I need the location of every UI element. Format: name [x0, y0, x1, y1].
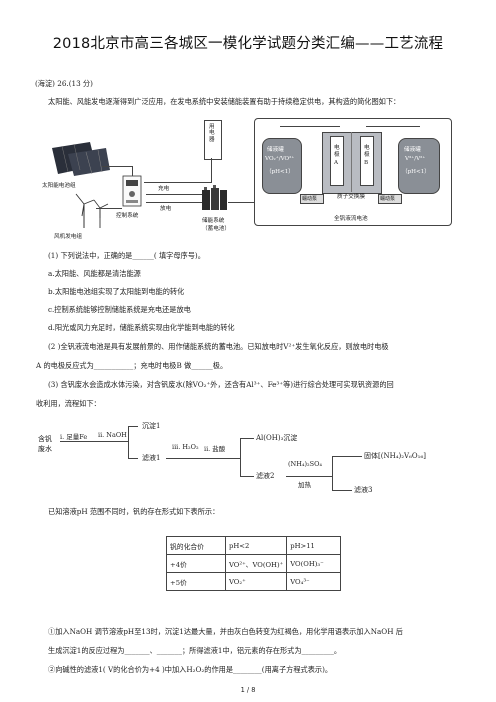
- membrane-label: 质子交换膜: [337, 194, 365, 200]
- table-header-cell: pH>11: [286, 536, 342, 555]
- product-aloh3: Al(OH)₃沉淀: [256, 434, 298, 442]
- controller-label: 控制系统: [116, 213, 139, 219]
- left-pump: 蠕动泵: [300, 194, 324, 204]
- page-number: 1 / 8: [240, 686, 256, 694]
- discharge-label: 放电: [160, 206, 172, 212]
- table-header-cell: 钒的化合价: [166, 536, 226, 555]
- solar-panel-icon: [52, 142, 110, 176]
- energy-system-figure: 太阳能电池组 风机发电组 控制系统 用电器 充电 放电 储能系统: [36, 118, 466, 244]
- q3-line1: (3) 含钒废水会造成水体污染，对含钒废水(除VO₂⁺外，还含有Al³⁺、Fe³…: [48, 380, 394, 389]
- table-row: +5价 VO₂⁺ VO₄³⁻: [166, 572, 342, 591]
- user-device-box: 用电器: [204, 120, 222, 160]
- q1-option-c: c.控制系统能够控制储能系统是充电还是放电: [48, 305, 191, 314]
- charge-label: 充电: [158, 186, 170, 192]
- wind-turbine-icon: [75, 193, 109, 228]
- wind-label: 风机发电组: [54, 234, 82, 240]
- right-pump: 蠕动泵: [378, 194, 402, 204]
- filtrate3: 滤液3: [354, 486, 373, 494]
- battery-label: 全钒液流电池: [334, 216, 368, 222]
- followup-2: ②向碱性的滤液1( V的化合价为+4 )中加入H₂O₂的作用是________(…: [48, 665, 333, 674]
- precip1: 沉淀1: [142, 422, 161, 430]
- filtrate1: 滤液1: [142, 454, 161, 462]
- controller-icon: [122, 175, 142, 207]
- user-label: 用电器: [209, 124, 215, 143]
- membrane-line: [351, 132, 352, 192]
- intro-text: 太阳能、风能发电逐渐得到广泛应用，在发电系统中安装储能装置有助于持续稳定供电，其…: [48, 97, 401, 106]
- left-tank: 储液罐 VO₂⁺/VO²⁺ （pH<1）: [262, 138, 302, 194]
- storage-sub: （蓄电池）: [202, 226, 230, 232]
- battery-icon: [202, 185, 227, 210]
- q3-line2: 收利用，流程如下：: [36, 399, 101, 408]
- question-source: (海淀) 26.(13 分): [35, 79, 93, 88]
- known-text: 已知溶液pH 范围不同时，钒的存在形式如下表所示：: [48, 507, 220, 516]
- q1-option-d: d.阳光或风力充足时，储能系统实现由化学能到电能的转化: [48, 323, 235, 332]
- filtrate2: 滤液2: [256, 472, 275, 480]
- table-row: +4价 VO²⁺、VO(OH)⁺ VO(OH)₃⁻: [166, 554, 342, 573]
- vanadium-species-table: 钒的化合价 pH<2 pH>11 +4价 VO²⁺、VO(OH)⁺ VO(OH)…: [166, 536, 342, 591]
- table-header-cell: pH<2: [224, 536, 288, 555]
- process-flow: 含钒 废水 i. 足量Fe ii. NaOH 沉淀1 滤液1 iii. H₂O₂…: [38, 422, 426, 494]
- q1-option-a: a.太阳能、风能都是清洁能源: [48, 269, 141, 278]
- solid-product: 固体[(NH₄)₂V₆O₁₆]: [364, 452, 426, 460]
- right-tank: 储液罐 V³⁺/V²⁺ （pH<1）: [398, 138, 440, 194]
- flow-battery-frame: [254, 118, 452, 226]
- followup-1-line1: ①加入NaOH 调节溶液pH至13时，沉淀1达最大量，并由灰白色转变为红褐色，用…: [48, 627, 403, 636]
- followup-1-line2: 生成沉淀1的反应过程为_______、_______；所得滤液1中，铝元素的存在…: [48, 646, 342, 655]
- q2-line2: A 的电极反应式为___________；充电时电极B 做______极。: [36, 361, 228, 370]
- electrode-b: 电极B: [360, 136, 374, 186]
- solar-label: 太阳能电池组: [42, 183, 76, 189]
- table-header-row: 钒的化合价 pH<2 pH>11: [166, 536, 342, 555]
- q2-line1: (2 )全钒液流电池是具有发展前景的、用作储能系统的蓄电池。已知放电时V²⁺发生…: [48, 342, 389, 351]
- q1-option-b: b.太阳能电池组实现了太阳能到电能的转化: [48, 287, 185, 296]
- electrode-a: 电极A: [330, 136, 344, 186]
- page-title: 2018北京市高三各城区一模化学试题分类汇编——工艺流程: [52, 36, 444, 52]
- q1-stem: (1) 下列说法中，正确的是______( 填字母序号)。: [48, 251, 205, 260]
- storage-label: 储能系统: [202, 218, 225, 224]
